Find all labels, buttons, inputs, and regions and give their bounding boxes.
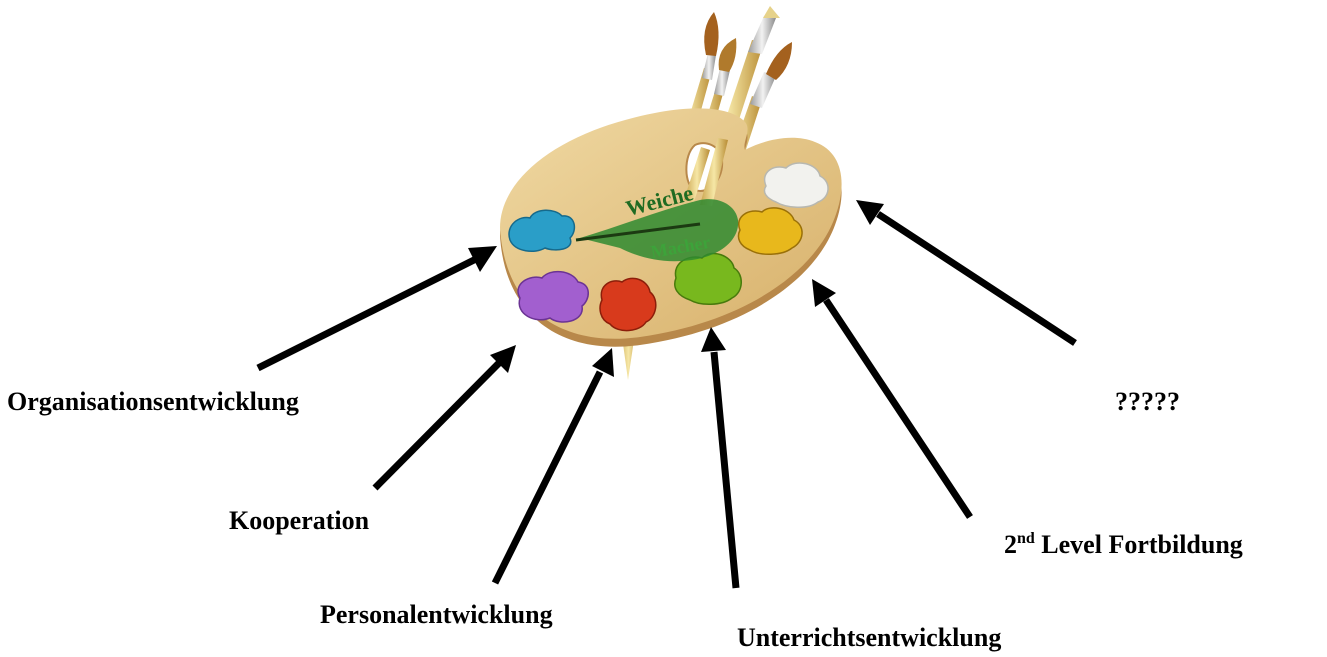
paint-blob-cyan <box>508 209 576 253</box>
arrow-unknown <box>876 211 1077 346</box>
arrows <box>256 200 1077 589</box>
arrow-fortbildung <box>823 298 973 519</box>
arrow-organisation-head <box>468 246 497 272</box>
arrow-unterricht <box>710 351 740 589</box>
brush-handles-front <box>684 138 728 206</box>
label-personalentwicklung: Personalentwicklung <box>320 600 553 629</box>
paint-blob-green <box>674 252 742 305</box>
label-unknown: ????? <box>1115 387 1180 416</box>
arrow-kooperation <box>372 359 503 491</box>
label-fortbildung-rest: Level Fortbildung <box>1034 530 1243 559</box>
label-unterrichtsentwicklung: Unterrichtsentwicklung <box>737 623 1002 652</box>
label-2nd-level-fortbildung: 2nd Level Fortbildung <box>1004 530 1243 559</box>
paint-blob-white <box>763 162 829 208</box>
arrow-personal-head <box>592 348 614 377</box>
label-kooperation: Kooperation <box>229 506 370 535</box>
arrow-unknown-head <box>856 200 884 225</box>
paint-blob-yellow <box>737 207 803 255</box>
arrow-kooperation-head <box>490 345 516 373</box>
paint-blob-red <box>599 277 657 332</box>
arrow-organisation <box>256 254 480 372</box>
arrow-unterricht-head <box>701 327 726 352</box>
label-organisationsentwicklung: Organisationsentwicklung <box>7 387 299 416</box>
paint-blobs <box>508 162 829 332</box>
logo-leaf-stem <box>575 222 701 242</box>
arrow-fortbildung-head <box>812 279 836 307</box>
label-fortbildung-num: 2 <box>1004 530 1017 559</box>
paint-blob-violet <box>517 270 589 323</box>
arrow-personal <box>491 370 604 585</box>
label-fortbildung-sup: nd <box>1017 530 1035 547</box>
